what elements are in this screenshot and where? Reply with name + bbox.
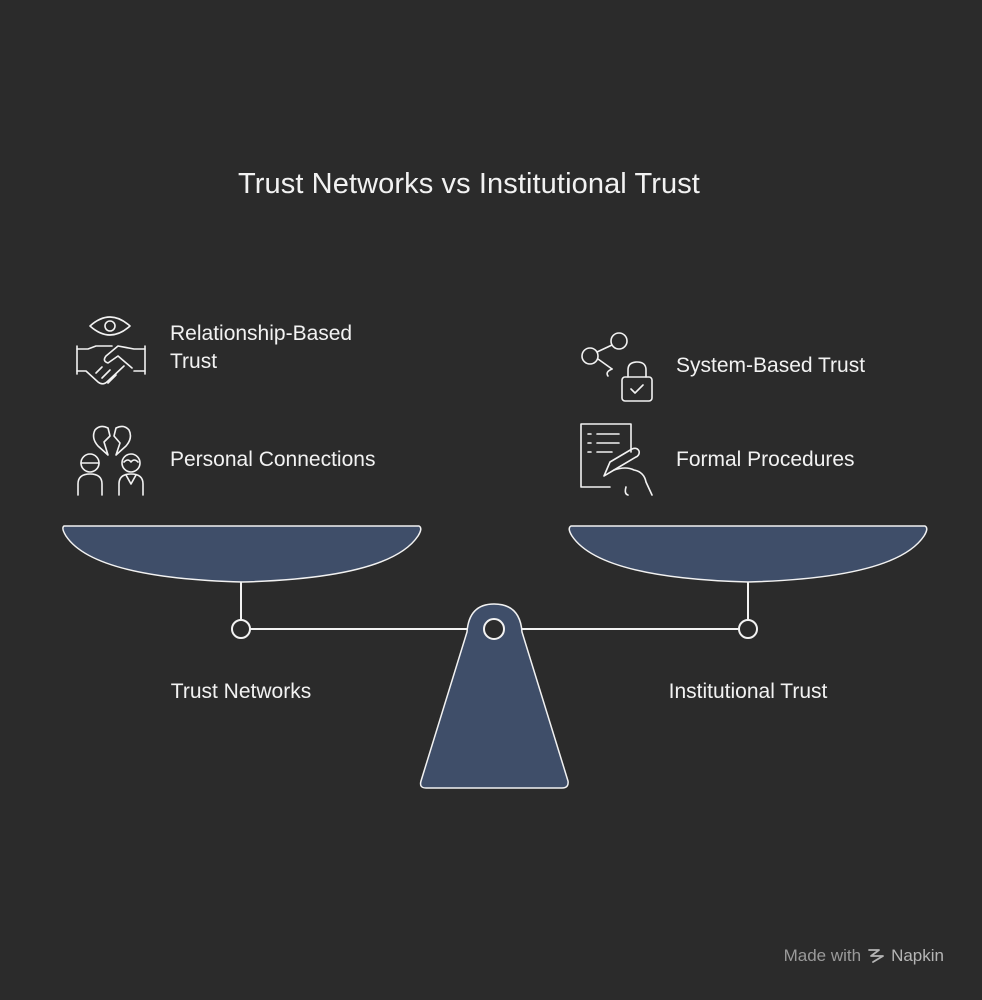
made-with-napkin-watermark: Made with Napkin: [784, 946, 944, 966]
left-pan: [62, 525, 422, 583]
fulcrum: [419, 603, 569, 789]
relationship-based-trust-label: Relationship-Based Trust: [170, 320, 352, 376]
right-pivot: [738, 619, 758, 639]
institutional-trust-label: Institutional Trust: [668, 680, 828, 703]
relationship-based-trust-line2: Trust: [170, 350, 218, 373]
formal-procedures-label: Formal Procedures: [676, 448, 855, 471]
left-pivot: [231, 619, 251, 639]
right-pan: [568, 525, 928, 583]
document-pen-icon: [580, 423, 653, 496]
handshake-eye-icon: [76, 316, 146, 385]
fulcrum-pivot: [483, 618, 505, 640]
trust-networks-label: Trust Networks: [170, 680, 312, 703]
system-based-trust-label: System-Based Trust: [676, 354, 866, 377]
made-with-text: Made with: [783, 946, 862, 965]
personal-connections-label: Personal Connections: [170, 448, 376, 471]
relationship-based-trust-line1: Relationship-Based: [170, 322, 353, 345]
network-lock-icon: [581, 332, 653, 402]
people-broken-heart-icon: [77, 425, 144, 496]
napkin-logo-icon: [868, 949, 884, 963]
page-title: Trust Networks vs Institutional Trust: [238, 168, 700, 200]
napkin-brand-text: Napkin: [891, 946, 944, 965]
